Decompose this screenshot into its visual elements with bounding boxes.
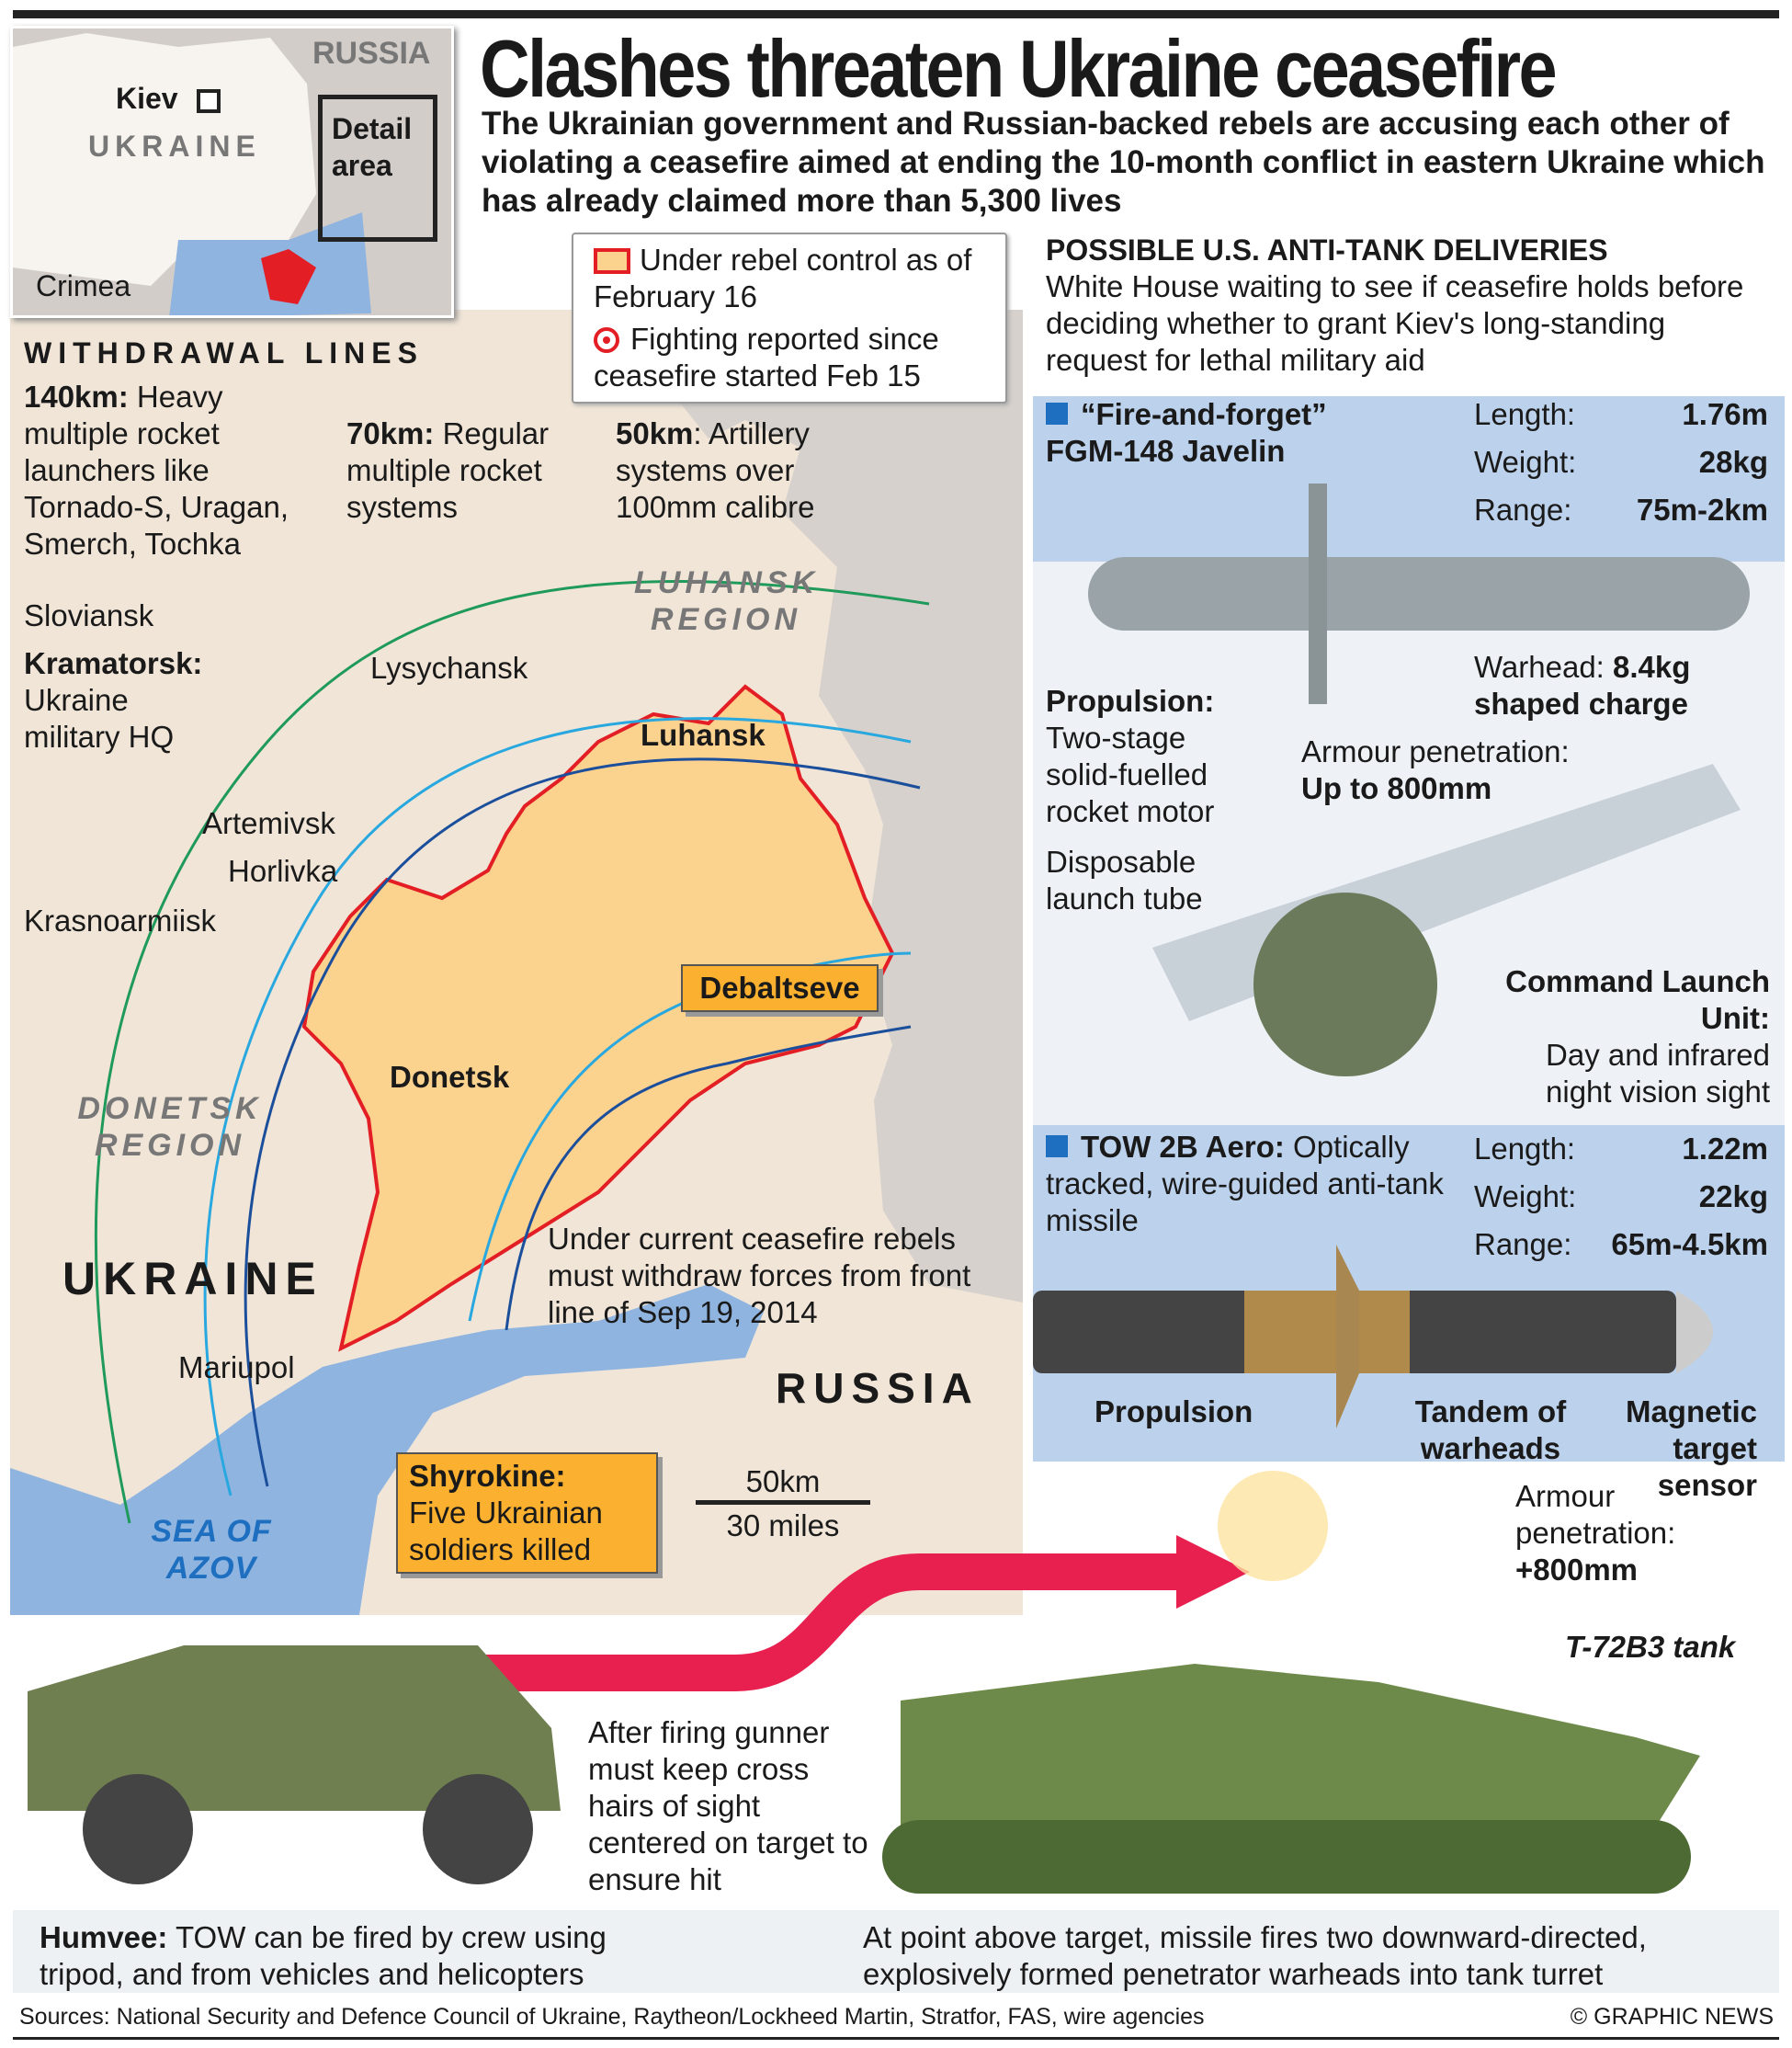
inset-map: RUSSIA Kiev UKRAINE Detail area Crimea: [10, 26, 454, 318]
tow-specs: Length:1.22m Weight:22kg Range:65m-4.5km: [1474, 1132, 1768, 1261]
propulsion-note: Propulsion:Two-stage solid-fuelled rocke…: [1046, 684, 1215, 828]
warhead-note: Warhead: 8.4kg shaped charge: [1474, 650, 1691, 721]
crimea-shape: [261, 249, 316, 304]
capital-icon: [197, 89, 221, 113]
city-artemivsk: Artemivsk: [202, 806, 335, 840]
top-rule: [13, 10, 1779, 18]
page-title: Clashes threaten Ukraine ceasefire: [480, 23, 1558, 114]
city-mariupol: Mariupol: [178, 1350, 295, 1384]
city-lysychansk: Lysychansk: [370, 651, 528, 685]
caption-strip: [13, 1910, 1779, 1993]
line-70km-note: 70km: Regular multiple rocket systems: [346, 416, 550, 524]
donetsk-region-label: DONETSK REGION: [77, 1091, 263, 1163]
line-50km-note: 50km: Artillery systems over 100mm calib…: [616, 416, 815, 524]
attack-caption: At point above target, missile fires two…: [863, 1920, 1647, 1991]
battle-scene: [28, 1471, 1700, 1894]
city-krasnoarmiisk: Krasnoarmiisk: [24, 904, 217, 938]
scale-km: 50km: [696, 1463, 870, 1505]
city-debaltseve: Debaltseve: [681, 964, 879, 1012]
scale-miles: 30 miles: [726, 1508, 840, 1542]
javelin-specs: Length:1.76m Weight:28kg Range:75m-2km: [1474, 397, 1768, 527]
inset-ukraine-label: UKRAINE: [88, 130, 261, 163]
shyrokine-callout: Shyrokine:Five Ukrainian soldiers killed: [396, 1452, 658, 1574]
launch-tube-note: Disposable launch tube: [1046, 845, 1203, 916]
ukraine-label: UKRAINE: [62, 1253, 323, 1304]
city-kramatorsk: Kramatorsk:: [24, 646, 203, 680]
inset-russia-label: RUSSIA: [312, 36, 431, 71]
legend-rebel-label: Under rebel control as of February 16: [594, 243, 972, 313]
gunner-note: After firing gunner must keep cross hair…: [588, 1715, 868, 1896]
map-legend: Under rebel control as of February 16 Fi…: [572, 233, 1007, 404]
deliveries-text: White House waiting to see if ceasefire …: [1046, 269, 1744, 377]
tow-title: TOW 2B Aero: Optically tracked, wire-gui…: [1046, 1130, 1444, 1237]
t72-tank: [901, 1664, 1700, 1829]
credit: © GRAPHIC NEWS: [1570, 2004, 1774, 2030]
kramatorsk-note: Ukraine military HQ: [24, 683, 175, 754]
city-donetsk: Donetsk: [390, 1060, 510, 1094]
luhansk-region-label: LUHANSK REGION: [634, 565, 820, 637]
ceasefire-note: Under current ceasefire rebels must with…: [548, 1222, 971, 1329]
javelin-title: “Fire-and-forget” FGM-148 Javelin: [1046, 397, 1327, 468]
inset-crimea-label: Crimea: [36, 269, 131, 302]
javelin-panel: “Fire-and-forget” FGM-148 Javelin Length…: [1033, 396, 1785, 1125]
tow-sensor-label: Magnetic target sensor: [1625, 1394, 1757, 1502]
sea-of-azov-label: SEA OF AZOV: [151, 1514, 272, 1586]
city-horlivka: Horlivka: [228, 854, 338, 888]
rebel-area-swatch: [594, 248, 630, 274]
tow-armour-note: Armour penetration:+800mm: [1515, 1479, 1676, 1587]
city-luhansk: Luhansk: [641, 718, 766, 752]
bullet-icon: [1046, 403, 1068, 425]
tow-propulsion-label: Propulsion: [1094, 1394, 1253, 1428]
withdrawal-line-70km: [203, 717, 912, 1496]
fighting-icon: [594, 327, 619, 353]
inset-kiev-label: Kiev: [116, 82, 178, 115]
withdrawal-line-50km-rebel: [505, 1025, 912, 1331]
withdrawal-heading: WITHDRAWAL LINES: [24, 336, 424, 370]
detail-area-box: Detail area: [318, 95, 437, 242]
armour-note: Armour penetration:Up to 800mm: [1301, 734, 1570, 805]
javelin-illustration: [1033, 484, 1785, 1125]
tow-panel: TOW 2B Aero: Optically tracked, wire-gui…: [1033, 1125, 1785, 1465]
rebel-controlled-area: [301, 684, 895, 1352]
tow-missile-illustration: [1033, 1245, 1713, 1428]
map-graphic: [10, 310, 1023, 1615]
tow-tandem-label: Tandem of warheads: [1414, 1394, 1567, 1465]
humvee-caption: Humvee: TOW can be fired by crew using t…: [40, 1920, 607, 1991]
intro-text: The Ukrainian government and Russian-bac…: [482, 106, 1765, 219]
withdrawal-line-140km: [94, 579, 930, 1524]
legend-fighting-label: Fighting reported since ceasefire starte…: [594, 322, 939, 393]
bottom-rule: [13, 2037, 1779, 2040]
withdrawal-line-50km: [244, 757, 921, 1487]
humvee: [28, 1645, 561, 1811]
russia-label: RUSSIA: [776, 1364, 980, 1412]
deliveries-heading: POSSIBLE U.S. ANTI-TANK DELIVERIES: [1046, 233, 1608, 267]
detail-map: [10, 310, 1023, 1615]
missile-path-arrow: [386, 1553, 1176, 1691]
line-140km-note: 140km: Heavy multiple rocket launchers l…: [24, 380, 289, 561]
sea-of-azov: [10, 1284, 764, 1615]
sources: Sources: National Security and Defence C…: [19, 2004, 1205, 2030]
explosion: [1218, 1471, 1328, 1581]
tank-label: T-72B3 tank: [1565, 1630, 1736, 1664]
withdrawal-line-70km-rebel: [468, 951, 912, 1322]
city-sloviansk: Sloviansk: [24, 598, 154, 632]
bullet-icon: [1046, 1135, 1068, 1157]
clu-note: Command Launch Unit:Day and infrared nig…: [1505, 964, 1770, 1109]
